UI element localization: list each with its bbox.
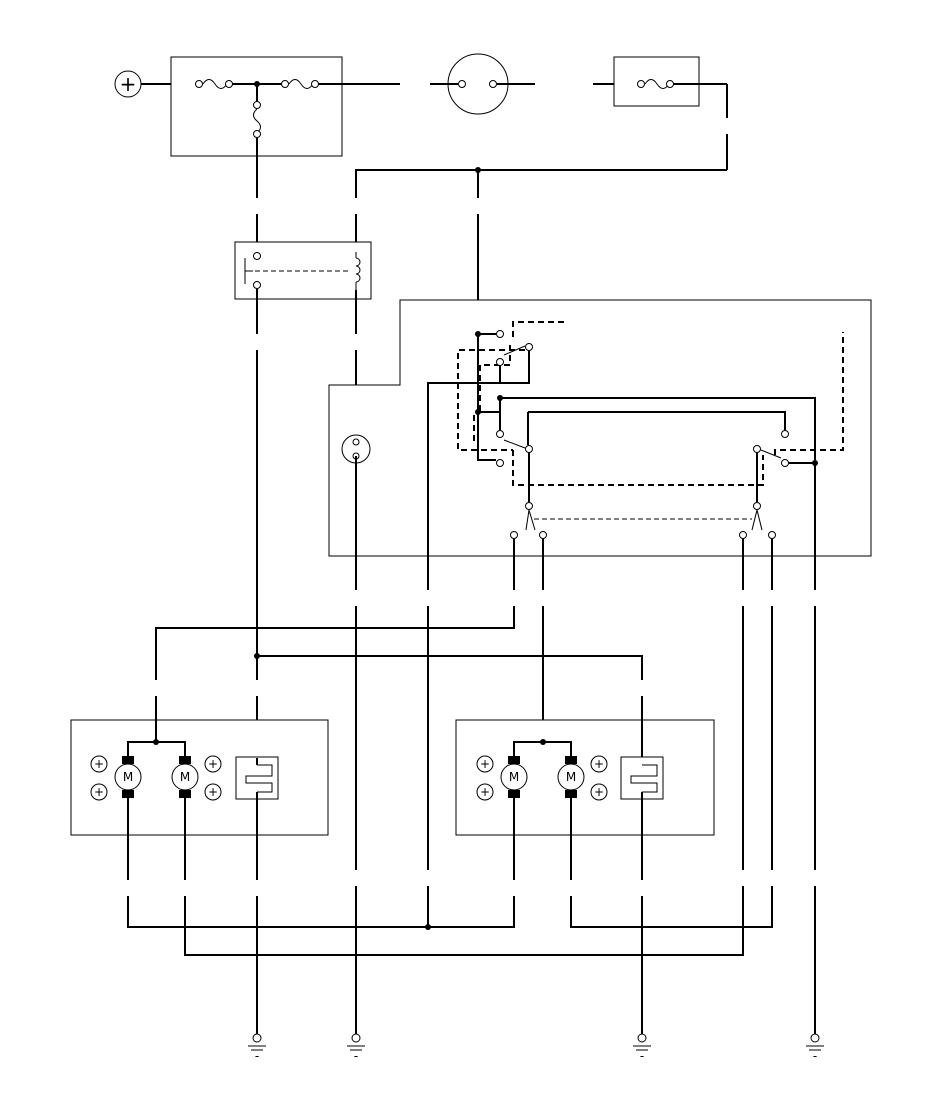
svg-text:+: +: [480, 785, 490, 799]
svg-text:+: +: [594, 785, 604, 799]
indicator-lamp: [430, 53, 535, 115]
ground-1: -: [248, 1033, 266, 1063]
right-heater-element: [620, 756, 664, 800]
svg-text:-: -: [354, 1049, 358, 1063]
switch-module: [328, 299, 872, 590]
motor-label: M: [123, 770, 133, 784]
ground-4: -: [806, 1033, 824, 1063]
svg-text:+: +: [208, 785, 218, 799]
motor-label: M: [566, 770, 576, 784]
fuse-unit: [593, 56, 727, 107]
motor-label: M: [180, 770, 190, 784]
fuse-box: [170, 56, 400, 157]
battery-terminal: +: [114, 70, 142, 98]
svg-text:-: -: [255, 1049, 259, 1063]
right-motor-1: M: [500, 756, 528, 798]
ground-3: -: [633, 1033, 651, 1063]
left-motor-assembly: M M + + + +: [70, 696, 329, 836]
battery-symbol: +: [120, 72, 137, 96]
left-polarity-markers: + + + +: [90, 755, 222, 801]
svg-text:-: -: [640, 1049, 644, 1063]
left-motor-2: M: [171, 756, 199, 798]
svg-text:+: +: [208, 757, 218, 771]
left-heater-element: [235, 756, 279, 800]
svg-text:+: +: [480, 757, 490, 771]
svg-text:+: +: [94, 757, 104, 771]
svg-text:+: +: [594, 757, 604, 771]
right-polarity-markers: + + + +: [476, 755, 608, 801]
svg-text:+: +: [94, 785, 104, 799]
relay: [234, 241, 372, 300]
left-motor-1: M: [114, 756, 142, 798]
right-motor-2: M: [557, 756, 585, 798]
svg-text:-: -: [813, 1049, 817, 1063]
ground-2: -: [347, 1033, 365, 1063]
right-motor-assembly: M M + + + +: [455, 696, 715, 836]
motor-label: M: [509, 770, 519, 784]
